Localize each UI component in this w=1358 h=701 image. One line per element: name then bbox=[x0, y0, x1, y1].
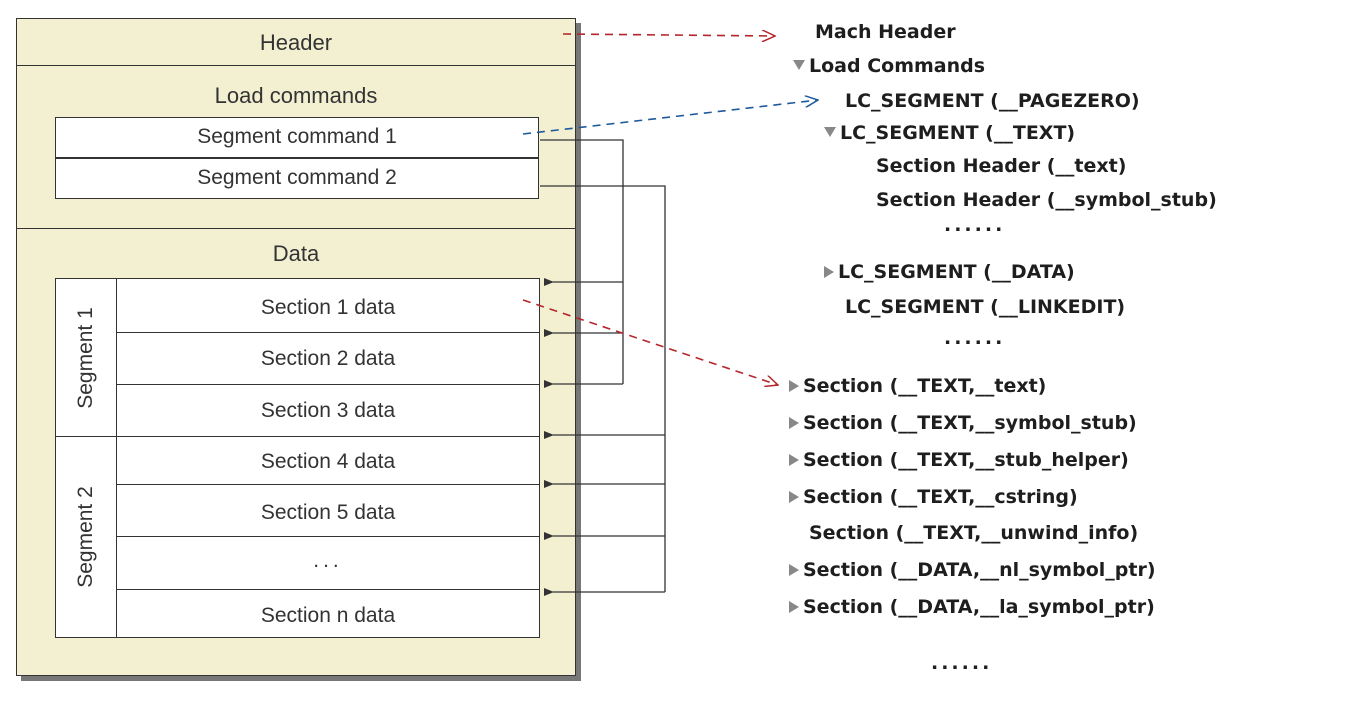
tree-section-header-symbol-stub: Section Header (__symbol_stub) bbox=[876, 189, 1217, 211]
segment-command-1: Segment command 1 bbox=[55, 117, 539, 158]
section-1-data: Section 1 data bbox=[260, 296, 396, 319]
tree-section-text-symbol-stub[interactable]: Section (__TEXT,__symbol_stub) bbox=[789, 412, 1137, 434]
tree-section-text-text[interactable]: Section (__TEXT,__text) bbox=[789, 375, 1046, 397]
tree-section-label: Section (__TEXT,__stub_helper) bbox=[803, 449, 1129, 471]
disclosure-triangle-collapsed-icon[interactable] bbox=[789, 379, 799, 392]
section-4-data: Section 4 data bbox=[260, 450, 396, 473]
segment-command-mapping-arrow bbox=[522, 100, 818, 135]
tree-section-data-nl-symbol-ptr[interactable]: Section (__DATA,__nl_symbol_ptr) bbox=[789, 559, 1156, 581]
tree-section-label: Section (__DATA,__la_symbol_ptr) bbox=[803, 596, 1155, 618]
disclosure-triangle-collapsed-icon[interactable] bbox=[824, 265, 834, 278]
row-divider bbox=[117, 484, 539, 485]
segment-divider bbox=[56, 436, 539, 437]
tree-section-header-text: Section Header (__text) bbox=[876, 155, 1127, 177]
section-n-data: Section n data bbox=[260, 604, 396, 627]
tree-lc-pagezero: LC_SEGMENT (__PAGEZERO) bbox=[845, 90, 1140, 112]
row-divider bbox=[117, 384, 539, 385]
disclosure-triangle-expanded-icon[interactable] bbox=[793, 60, 805, 70]
tree-section-text-cstring[interactable]: Section (__TEXT,__cstring) bbox=[789, 486, 1078, 508]
tree-mach-header: Mach Header bbox=[815, 21, 956, 43]
header-divider bbox=[17, 65, 575, 66]
segment-2-connector bbox=[540, 185, 666, 596]
data-divider bbox=[17, 228, 575, 229]
tree-load-commands-label: Load Commands bbox=[809, 55, 986, 77]
disclosure-triangle-collapsed-icon[interactable] bbox=[789, 600, 799, 613]
segment-1-column bbox=[56, 279, 117, 437]
tree-section-text-stub-helper[interactable]: Section (__TEXT,__stub_helper) bbox=[789, 449, 1129, 471]
section-2-data: Section 2 data bbox=[260, 347, 396, 370]
tree-lc-linkedit: LC_SEGMENT (__LINKEDIT) bbox=[845, 296, 1126, 318]
load-commands-label: Load commands bbox=[214, 83, 378, 108]
segment-command-2: Segment command 2 bbox=[55, 158, 539, 199]
disclosure-triangle-collapsed-icon[interactable] bbox=[789, 453, 799, 466]
tree-lc-text[interactable]: LC_SEGMENT (__TEXT) bbox=[824, 122, 1075, 144]
tree-section-data-la-symbol-ptr[interactable]: Section (__DATA,__la_symbol_ptr) bbox=[789, 596, 1155, 618]
tree-section-label: Section (__TEXT,__text) bbox=[803, 375, 1047, 397]
tree-load-commands[interactable]: Load Commands bbox=[793, 55, 985, 77]
row-divider bbox=[117, 589, 539, 590]
data-label: Data bbox=[272, 241, 320, 266]
disclosure-triangle-collapsed-icon[interactable] bbox=[789, 416, 799, 429]
tree-lc-data-label: LC_SEGMENT (__DATA) bbox=[838, 261, 1075, 283]
tree-ellipsis-3: ...... bbox=[931, 652, 993, 674]
row-divider bbox=[117, 332, 539, 333]
section-data-mapping-arrow bbox=[522, 299, 778, 385]
segment-1-connector bbox=[540, 139, 624, 388]
section-3-data: Section 3 data bbox=[260, 399, 396, 422]
section-ellipsis: ... bbox=[313, 549, 343, 572]
disclosure-triangle-expanded-icon[interactable] bbox=[824, 127, 836, 137]
header-label: Header bbox=[259, 30, 333, 55]
header-mapping-arrow bbox=[562, 34, 775, 36]
tree-section-label: Section (__TEXT,__symbol_stub) bbox=[803, 412, 1137, 434]
tree-ellipsis-2: ...... bbox=[944, 327, 1006, 349]
tree-lc-data[interactable]: LC_SEGMENT (__DATA) bbox=[824, 261, 1075, 283]
row-divider bbox=[117, 536, 539, 537]
disclosure-triangle-collapsed-icon[interactable] bbox=[789, 490, 799, 503]
tree-section-label: Section (__DATA,__nl_symbol_ptr) bbox=[803, 559, 1156, 581]
tree-ellipsis-1: ...... bbox=[944, 214, 1006, 236]
mach-o-file-layout: Header Load commands Segment command 1 S… bbox=[16, 18, 576, 676]
tree-section-label: Section (__TEXT,__cstring) bbox=[803, 486, 1078, 508]
tree-section-text-unwind-info: Section (__TEXT,__unwind_info) bbox=[809, 522, 1139, 544]
data-table: Segment 1 Segment 2 Section 1 data Secti… bbox=[55, 278, 540, 638]
segment-2-column bbox=[56, 437, 117, 637]
disclosure-triangle-collapsed-icon[interactable] bbox=[789, 563, 799, 576]
tree-lc-text-label: LC_SEGMENT (__TEXT) bbox=[840, 122, 1076, 144]
section-5-data: Section 5 data bbox=[260, 501, 396, 524]
